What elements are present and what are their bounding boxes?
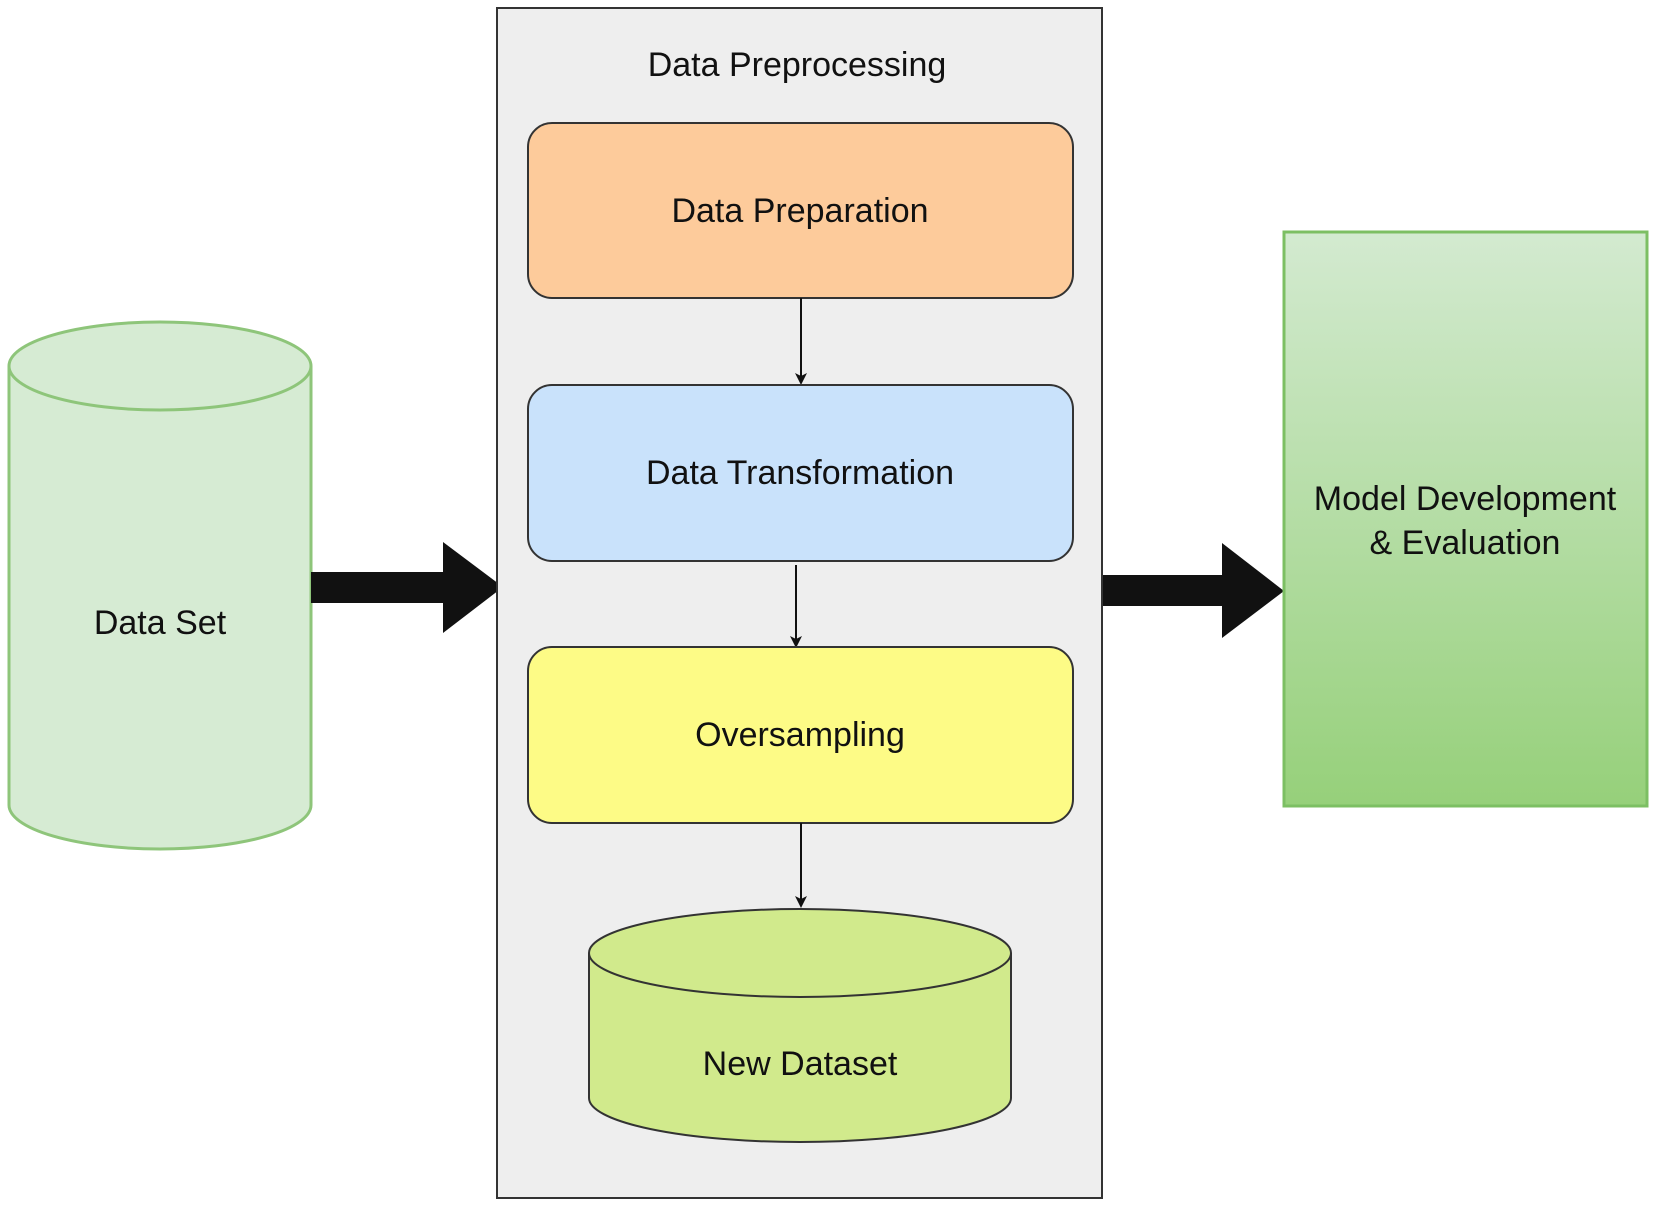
data-set-cylinder: Data Set bbox=[7, 320, 313, 851]
preprocessing-title: Data Preprocessing bbox=[648, 46, 947, 84]
data-preparation-box: Data Preparation bbox=[527, 122, 1074, 299]
data-transformation-box: Data Transformation bbox=[527, 384, 1074, 562]
new-dataset-label: New Dataset bbox=[703, 1045, 898, 1083]
data-transformation-label: Data Transformation bbox=[646, 454, 954, 492]
data-set-label: Data Set bbox=[94, 604, 227, 642]
model-development-box: Model Development & Evaluation bbox=[1282, 230, 1649, 808]
arrow-dataset-to-preprocessing bbox=[311, 542, 503, 633]
data-preparation-label: Data Preparation bbox=[671, 192, 928, 230]
oversampling-box: Oversampling bbox=[527, 646, 1074, 824]
new-dataset-cylinder: New Dataset bbox=[588, 908, 1012, 1143]
arrow-preprocessing-to-model bbox=[1103, 543, 1284, 638]
model-development-label-line2: & Evaluation bbox=[1370, 524, 1561, 562]
model-development-label-line1: Model Development bbox=[1314, 480, 1617, 518]
oversampling-label: Oversampling bbox=[695, 716, 905, 754]
